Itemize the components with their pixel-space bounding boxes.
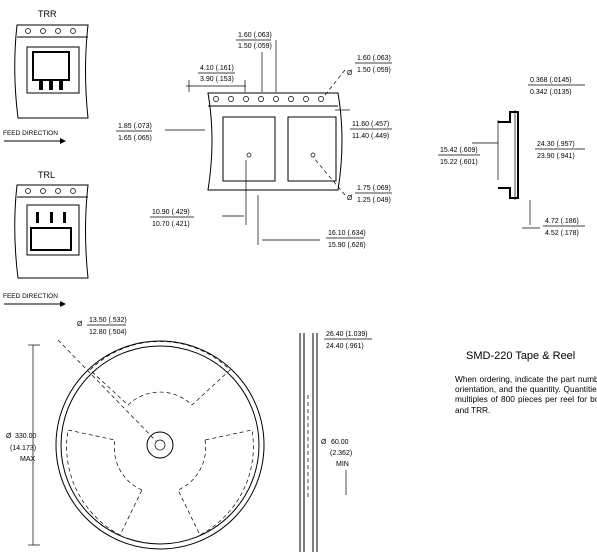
trr-pocket: [26, 46, 80, 94]
dim-b-top: 15.42 (.609): [440, 147, 478, 154]
dim-hole-top: 1.60 (.063): [357, 55, 391, 62]
pocket-hole: [310, 152, 316, 158]
dim-core-line3: MIN: [336, 461, 349, 468]
dim-pocket-top: 11.60 (.457): [352, 121, 389, 128]
reel-inner-rim: [60, 345, 260, 545]
dim-d1-top: 4.10 (.161): [200, 65, 234, 72]
tape-pocket-right: [287, 116, 337, 182]
trr-sprocket-hole: [40, 28, 46, 34]
trr-tape-outline: [14, 24, 89, 119]
trr-lead: [59, 80, 63, 90]
dim-core-line2: (2.362): [330, 450, 352, 457]
dim-w2-top: 16.10 (.634): [328, 230, 366, 237]
pocket-hole: [246, 152, 252, 158]
dim-a-top: 0.368 (.0145): [530, 77, 572, 84]
dim-hole-bot: 1.50 (.059): [357, 67, 391, 74]
reel-arbor-hole: [154, 439, 166, 451]
dim-w1-top: 10.90 (.429): [152, 209, 190, 216]
trl-sprocket-hole: [55, 188, 61, 194]
diameter-symbol: Ø: [347, 195, 353, 202]
tape-sprocket-row: [213, 96, 324, 102]
tape-pocket-left: [222, 116, 276, 182]
dim-pitch-bot: 1.50 (.059): [238, 43, 272, 50]
reel-outer-rim: [55, 340, 265, 550]
feed-direction-label: FEED DIRECTION: [3, 293, 58, 300]
dim-hub-bot: 12.80 (.504): [89, 329, 127, 336]
trl-view: TRL FEED DIRECTION: [3, 170, 89, 307]
dim-width-top: 26.40 (1.039): [326, 331, 368, 338]
dim-dia-line1: 330.00: [15, 433, 37, 440]
trl-component-body: [30, 227, 72, 251]
trl-lead: [63, 212, 66, 223]
trl-lead: [50, 212, 53, 223]
tape-side-view: 0.368 (.0145) 0.342 (.0135) 15.42 (.609)…: [438, 77, 585, 237]
dim-w2-bot: 15.90 (.626): [328, 242, 366, 249]
diameter-symbol: Ø: [321, 439, 327, 446]
tape-detail-outline: [207, 92, 343, 191]
reel-window: [177, 429, 254, 536]
dim-a-bot: 0.342 (.0135): [530, 89, 572, 96]
trl-sprocket-hole: [70, 188, 76, 194]
feed-direction-label: FEED DIRECTION: [3, 130, 58, 137]
dim-c-bot: 23.90 (.941): [537, 153, 575, 160]
reel-front-view: Ø 13.50 (.532) 12.80 (.504) Ø 330.00 (14…: [6, 317, 265, 550]
dim-d-top: 4.72 (.186): [545, 218, 579, 225]
reel-hub: [146, 431, 174, 459]
dim-b-bot: 15.22 (.601): [440, 159, 478, 166]
diameter-symbol: Ø: [347, 70, 353, 77]
trl-pocket: [26, 204, 80, 256]
trl-label: TRL: [38, 170, 55, 180]
side-profile-outline: [498, 111, 519, 199]
dim-w1-bot: 10.70 (.421): [152, 221, 190, 228]
trr-component-body: [32, 51, 70, 81]
dim-c-top: 24.30 (.957): [537, 141, 575, 148]
dim-d-bot: 4.52 (.178): [545, 230, 579, 237]
diameter-symbol: Ø: [77, 321, 83, 328]
dim-dia-line2: (14.173): [10, 445, 36, 452]
dim-hole2-top: 1.75 (.069): [357, 185, 391, 192]
dim-hub-top: 13.50 (.532): [89, 317, 127, 324]
dim-pitch-top: 1.60 (.063): [238, 32, 272, 39]
reel-window: [66, 429, 143, 536]
reel-side-view: 26.40 (1.039) 24.40 (.961) Ø 60.00 (2.36…: [299, 331, 372, 552]
dim-dia-line3: MAX: [20, 456, 36, 463]
diameter-symbol: Ø: [6, 433, 12, 440]
trl-sprocket-hole: [25, 188, 31, 194]
trr-lead: [49, 80, 53, 90]
trl-sprocket-hole: [40, 188, 46, 194]
trr-lead: [39, 80, 43, 90]
trr-view: TRR FEED DIRECTION: [3, 9, 89, 144]
trl-lead: [36, 212, 39, 223]
dim-pocket-bot: 11.40 (.449): [352, 133, 389, 140]
trr-sprocket-hole: [55, 28, 61, 34]
dim-side-bot: 1.65 (.065): [118, 135, 152, 142]
reel-window: [89, 341, 231, 406]
trl-tape-outline: [14, 184, 89, 279]
trr-sprocket-hole: [70, 28, 76, 34]
page-title: SMD-220 Tape & Reel: [466, 350, 576, 362]
dim-core-line1: 60.00: [331, 439, 349, 446]
trr-sprocket-hole: [25, 28, 31, 34]
dim-side-top: 1.85 (.073): [118, 123, 152, 130]
trr-label: TRR: [38, 9, 57, 19]
tape-detail-view: 1.60 (.063) 1.50 (.059) 4.10 (.161) 3.90…: [116, 32, 392, 249]
dim-d1-bot: 3.90 (.153): [200, 76, 234, 83]
dim-width-bot: 24.40 (.961): [326, 343, 364, 350]
ordering-note: When ordering, indicate the part number,…: [455, 374, 597, 415]
dim-hole2-bot: 1.25 (.049): [357, 197, 391, 204]
